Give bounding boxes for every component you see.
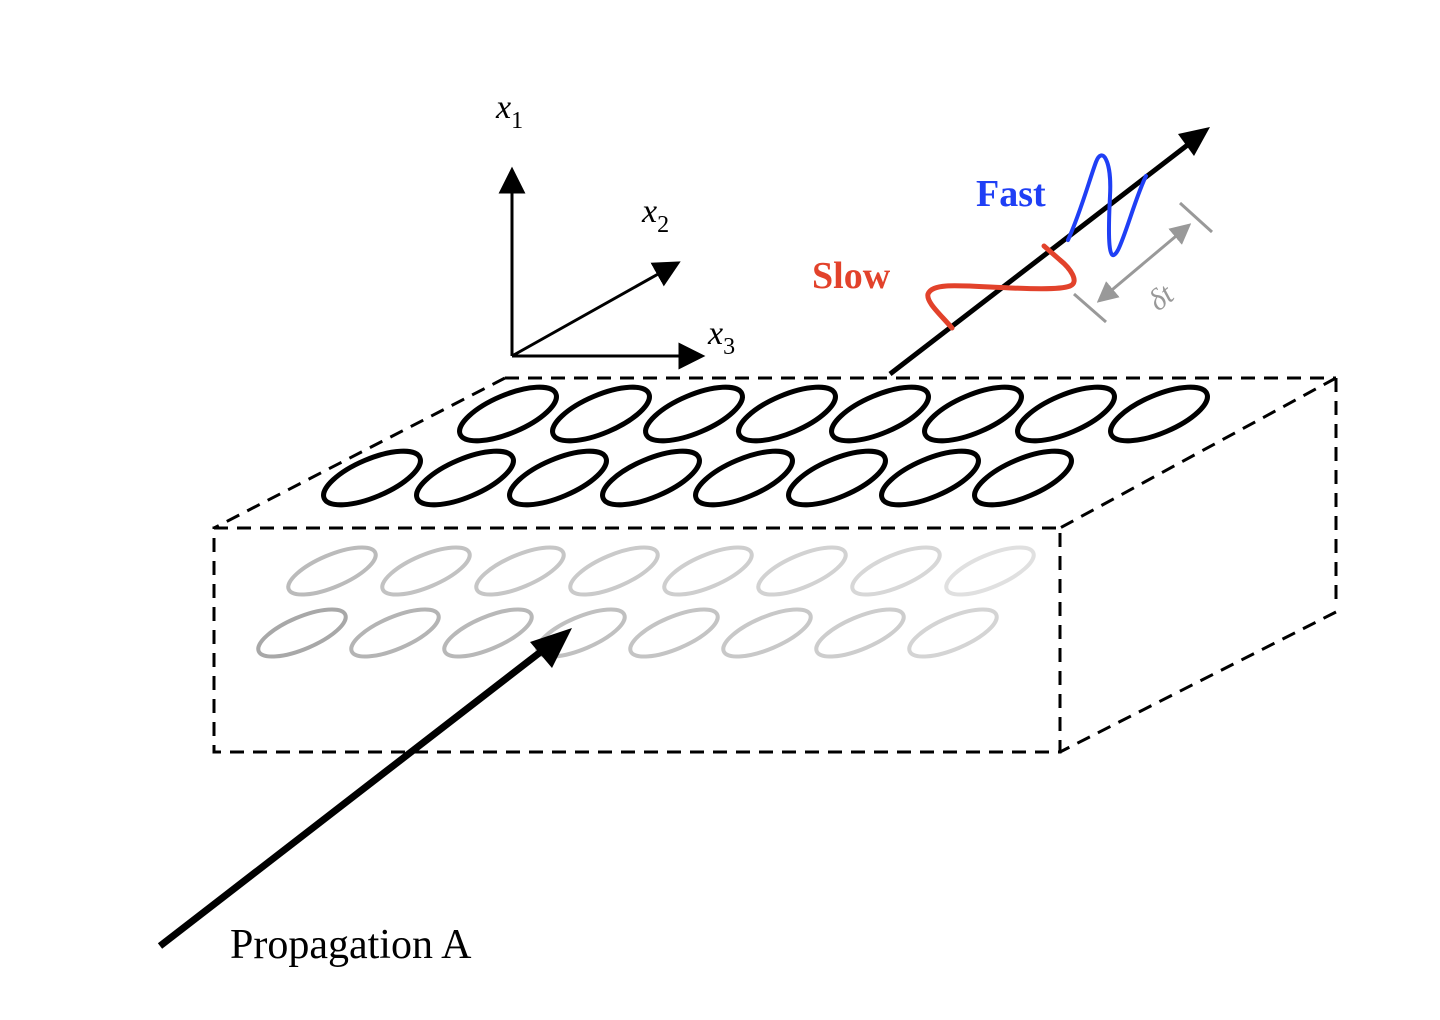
slow-wave xyxy=(925,243,1077,331)
axis-x2-label: x2 xyxy=(641,193,669,238)
top-ellipse-front xyxy=(693,448,795,508)
slow-label: Slow xyxy=(812,255,891,297)
front-ellipse-front xyxy=(256,607,348,659)
top-ellipse-back xyxy=(550,384,652,444)
delay-label: δt xyxy=(1142,277,1180,317)
front-ellipse-front xyxy=(442,607,534,659)
top-ellipse-front xyxy=(507,448,609,508)
axis-x1-label: x1 xyxy=(495,89,523,134)
front-ellipse-back xyxy=(568,545,660,597)
front-ellipse-front xyxy=(721,607,813,659)
coordinate-axes: x1 x2 x3 xyxy=(495,89,735,370)
top-ellipse-front xyxy=(879,448,981,508)
top-ellipse-back xyxy=(736,384,838,444)
slab-top-right-edge xyxy=(1059,376,1337,530)
delay-indicator xyxy=(1073,201,1214,324)
front-ellipse-back xyxy=(756,545,848,597)
top-ellipse-front xyxy=(972,448,1074,508)
slab-front-face xyxy=(212,526,1062,754)
front-ellipse-front xyxy=(628,607,720,659)
front-ellipse-front xyxy=(907,607,999,659)
top-ellipse-back xyxy=(829,384,931,444)
slab-bottom-right-edge xyxy=(1059,610,1337,754)
top-ellipse-back xyxy=(1015,384,1117,444)
top-ellipse-back xyxy=(922,384,1024,444)
top-ellipse-back xyxy=(457,384,559,444)
delay-tick-right xyxy=(1178,201,1214,234)
slab-top-left-edge xyxy=(213,376,506,530)
propagation-arrow xyxy=(157,628,572,949)
front-ellipse-back xyxy=(944,545,1036,597)
front-ellipse-back xyxy=(850,545,942,597)
axis-x3-label: x3 xyxy=(707,315,735,360)
top-ellipse-front xyxy=(321,448,423,508)
top-ellipse-front xyxy=(600,448,702,508)
axis-x2-arrow xyxy=(511,261,681,358)
top-ellipse-front xyxy=(786,448,888,508)
front-ellipse-back xyxy=(286,545,378,597)
delay-arrow xyxy=(1096,223,1192,303)
front-ellipses xyxy=(256,545,1036,659)
top-ellipse-back xyxy=(643,384,745,444)
top-ellipse-back xyxy=(1108,384,1210,444)
top-ellipses xyxy=(321,384,1210,508)
front-ellipse-back xyxy=(474,545,566,597)
top-ellipse-front xyxy=(414,448,516,508)
front-ellipse-front xyxy=(814,607,906,659)
delay-tick-left xyxy=(1073,292,1107,324)
crystal-slab xyxy=(212,376,1338,754)
front-ellipse-front xyxy=(349,607,441,659)
fast-label: Fast xyxy=(976,173,1046,215)
front-ellipse-back xyxy=(662,545,754,597)
front-ellipse-back xyxy=(380,545,472,597)
propagation-label: Propagation A xyxy=(230,922,472,968)
